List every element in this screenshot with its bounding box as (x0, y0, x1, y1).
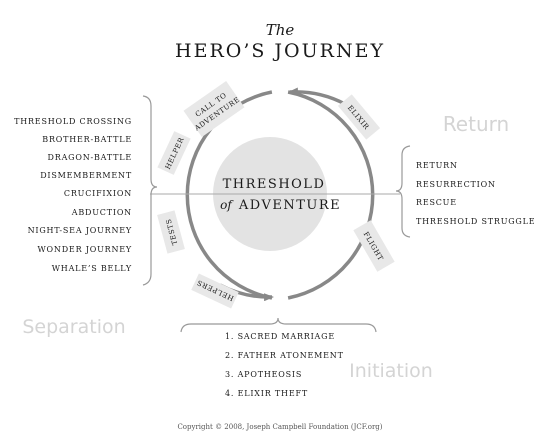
list-item: DISMEMBERMENT (40, 171, 132, 180)
stage-flight: FLIGHT (353, 220, 395, 272)
right-list: RETURN RESURRECTION RESCUE THRESHOLD STR… (416, 161, 535, 226)
left-bracket (142, 95, 158, 286)
stage-call-to-adventure: CALL TO ADVENTURE (183, 80, 245, 138)
list-item: THRESHOLD CROSSING (14, 117, 132, 126)
phase-initiation: Initiation (349, 360, 433, 382)
stage-elixir: ELIXIR (337, 94, 381, 140)
copyright: Copyright © 2008, Joseph Campbell Founda… (177, 423, 382, 431)
journey-circle-right-arc (287, 90, 375, 300)
page-title: HERO’S JOURNEY (175, 40, 385, 62)
center-of: of (220, 198, 234, 212)
bottom-list: 1. SACRED MARRIAGE 2. FATHER ATONEMENT 3… (225, 332, 344, 398)
left-list: THRESHOLD CROSSING BROTHER-BATTLE DRAGON… (14, 117, 132, 273)
stage-tests: TESTS (157, 210, 185, 254)
list-item: THRESHOLD STRUGGLE (416, 217, 535, 226)
right-bracket (395, 145, 411, 238)
center-threshold: THRESHOLD (223, 177, 326, 192)
list-item: WONDER JOURNEY (38, 245, 132, 254)
list-item: NIGHT-SEA JOURNEY (28, 226, 132, 235)
bottom-bracket (180, 317, 377, 333)
list-item: DRAGON-BATTLE (48, 153, 132, 162)
phase-return: Return (443, 112, 509, 136)
list-item: WHALE’S BELLY (52, 264, 132, 273)
center-adventure: ADVENTURE (238, 198, 341, 213)
list-item: RESCUE (416, 198, 457, 207)
top-arrow (288, 87, 346, 106)
list-item: RETURN (416, 161, 458, 170)
list-item: CRUCIFIXION (64, 189, 132, 198)
list-item: RESURRECTION (416, 180, 496, 189)
list-item: 2. FATHER ATONEMENT (225, 351, 344, 360)
list-item: ABDUCTION (71, 208, 132, 217)
list-item: 3. APOTHEOSIS (225, 370, 302, 379)
title-the: The (266, 21, 295, 39)
phase-separation: Separation (22, 316, 125, 338)
list-item: BROTHER-BATTLE (42, 135, 132, 144)
stage-helper: HELPER (157, 131, 191, 175)
list-item: 4. ELIXIR THEFT (225, 389, 308, 398)
list-item: 1. SACRED MARRIAGE (225, 332, 335, 341)
